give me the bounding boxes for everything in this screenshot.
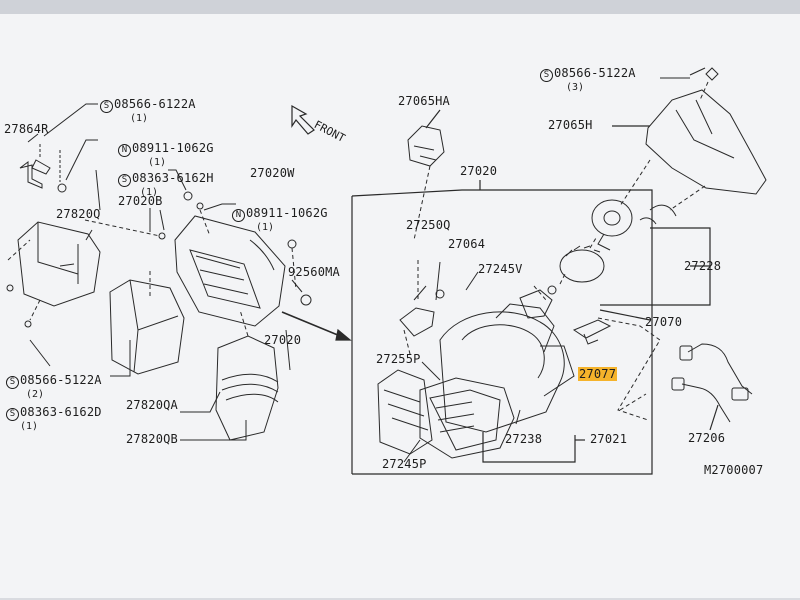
part-label: 27864R <box>4 122 49 136</box>
screw-symbol-icon: S <box>6 408 19 421</box>
assembly-bracket <box>351 189 653 475</box>
part-label: 27020 <box>264 333 302 347</box>
part-label-highlighted: 27077 <box>578 367 618 381</box>
part-label: 27250Q <box>406 218 451 232</box>
part-label: 27021 <box>590 432 628 446</box>
part-label: 27020 <box>460 164 498 178</box>
part-label: 27206 <box>688 431 726 445</box>
fastener-code: 08566-5122A <box>554 66 636 80</box>
fastener-code: 08363-6162D <box>20 405 102 419</box>
part-label: 27228 <box>684 259 722 273</box>
fastener-qty: (3) <box>566 82 585 93</box>
fastener-code: 08911-1062G <box>246 206 328 220</box>
part-label: 27064 <box>448 237 486 251</box>
screw-symbol-icon: S <box>118 174 131 187</box>
part-label: 27820QB <box>126 432 178 446</box>
fastener-code: 08363-6162H <box>132 171 214 185</box>
part-label: 27070 <box>645 315 683 329</box>
front-arrow-icon <box>291 104 315 135</box>
part-label: 27238 <box>505 432 543 446</box>
fastener-code: 08566-6122A <box>114 97 196 111</box>
fastener-qty: (2) <box>26 389 45 400</box>
part-label: 27065H <box>548 118 593 132</box>
highlighted-part-number: 27077 <box>578 367 618 381</box>
fastener-qty: (1) <box>20 421 39 432</box>
part-label: 27245V <box>478 262 523 276</box>
part-label: 92560MA <box>288 265 340 279</box>
part-label: 27820Q <box>56 207 101 221</box>
screw-symbol-icon: S <box>100 100 113 113</box>
nut-symbol-icon: N <box>232 209 245 222</box>
fastener-qty: (1) <box>148 157 167 168</box>
parts-diagram <box>6 67 767 475</box>
monitor-bezel <box>0 0 800 14</box>
part-label: 27065HA <box>398 94 450 108</box>
fastener-qty: (1) <box>130 113 149 124</box>
fastener-qty: (1) <box>256 222 275 233</box>
screw-symbol-icon: S <box>540 69 553 82</box>
fastener-code: 08566-5122A <box>20 373 102 387</box>
diagram-code: M2700007 <box>704 463 764 477</box>
part-label: 27820QA <box>126 398 178 412</box>
fastener-code: 08911-1062G <box>132 141 214 155</box>
part-label: 27255P <box>376 352 421 366</box>
part-label: 27020W <box>250 166 295 180</box>
screw-symbol-icon: S <box>6 376 19 389</box>
part-label: 27020B <box>118 194 163 208</box>
nut-symbol-icon: N <box>118 144 131 157</box>
fastener-qty: (1) <box>140 187 159 198</box>
part-label: 27245P <box>382 457 427 471</box>
